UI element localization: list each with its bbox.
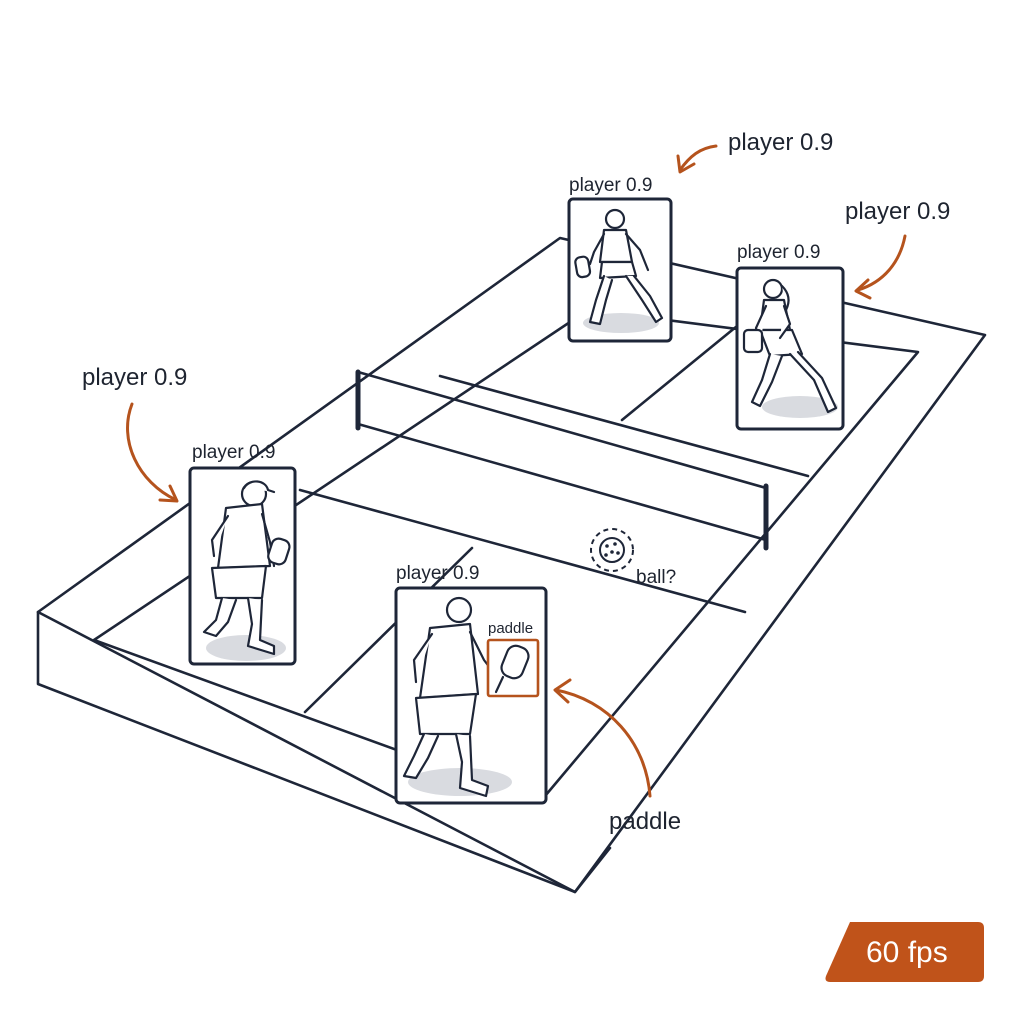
player-figure: [742, 278, 838, 418]
callout-arrow: [678, 144, 718, 172]
court-slab-side: [36, 610, 612, 894]
player-figure: [202, 480, 291, 661]
ball-label: ball?: [636, 567, 676, 588]
player-figure: [574, 208, 664, 333]
callout-arrow: [554, 688, 652, 798]
arrowhead-icon: [676, 154, 696, 174]
callout-arrow: [856, 234, 907, 292]
detection-player-back-right: player 0.9: [735, 242, 845, 431]
net: [355, 369, 769, 551]
detection-label: player 0.9: [569, 175, 652, 196]
fps-badge-background: [825, 922, 984, 982]
callout-arrow: [126, 402, 178, 502]
callout-paddle: paddle: [553, 678, 681, 835]
paddle-label: paddle: [488, 620, 533, 637]
callout-label: paddle: [609, 808, 681, 835]
center-line-near: [303, 546, 474, 714]
callout-label: player 0.9: [728, 129, 833, 156]
center-line-far: [620, 320, 744, 422]
detection-paddle: paddle: [486, 620, 540, 698]
detection-label: player 0.9: [396, 563, 479, 584]
net-top-cord: [356, 370, 768, 490]
fps-badge: 60 fps: [825, 922, 984, 982]
net-bottom-cord: [356, 422, 768, 542]
court-boundary: [92, 308, 920, 804]
callout-left: player 0.9: [82, 364, 187, 503]
detection-player-back-left: player 0.9: [567, 175, 673, 343]
arrowhead-icon: [553, 678, 572, 704]
detection-label: player 0.9: [192, 442, 275, 463]
player-figure: [402, 596, 512, 798]
callout-label: player 0.9: [82, 364, 187, 391]
detection-player-front-center: player 0.9 paddle: [394, 563, 548, 805]
arrowhead-icon: [158, 484, 179, 503]
detection-label: player 0.9: [737, 242, 820, 263]
kitchen-line-near: [298, 488, 747, 614]
arrowhead-icon: [854, 278, 872, 300]
fps-text: 60 fps: [866, 936, 948, 969]
ball-dashed-ring: [590, 528, 634, 572]
callout-label: player 0.9: [845, 198, 950, 225]
detection-ball: ball?: [590, 528, 676, 588]
paddle-icon: [494, 644, 530, 694]
detection-player-front-left: player 0.9: [188, 442, 297, 666]
kitchen-line-far: [438, 374, 810, 478]
callout-right: player 0.9: [845, 198, 950, 300]
callout-top: player 0.9: [676, 129, 833, 174]
ball-icon: [599, 537, 625, 563]
